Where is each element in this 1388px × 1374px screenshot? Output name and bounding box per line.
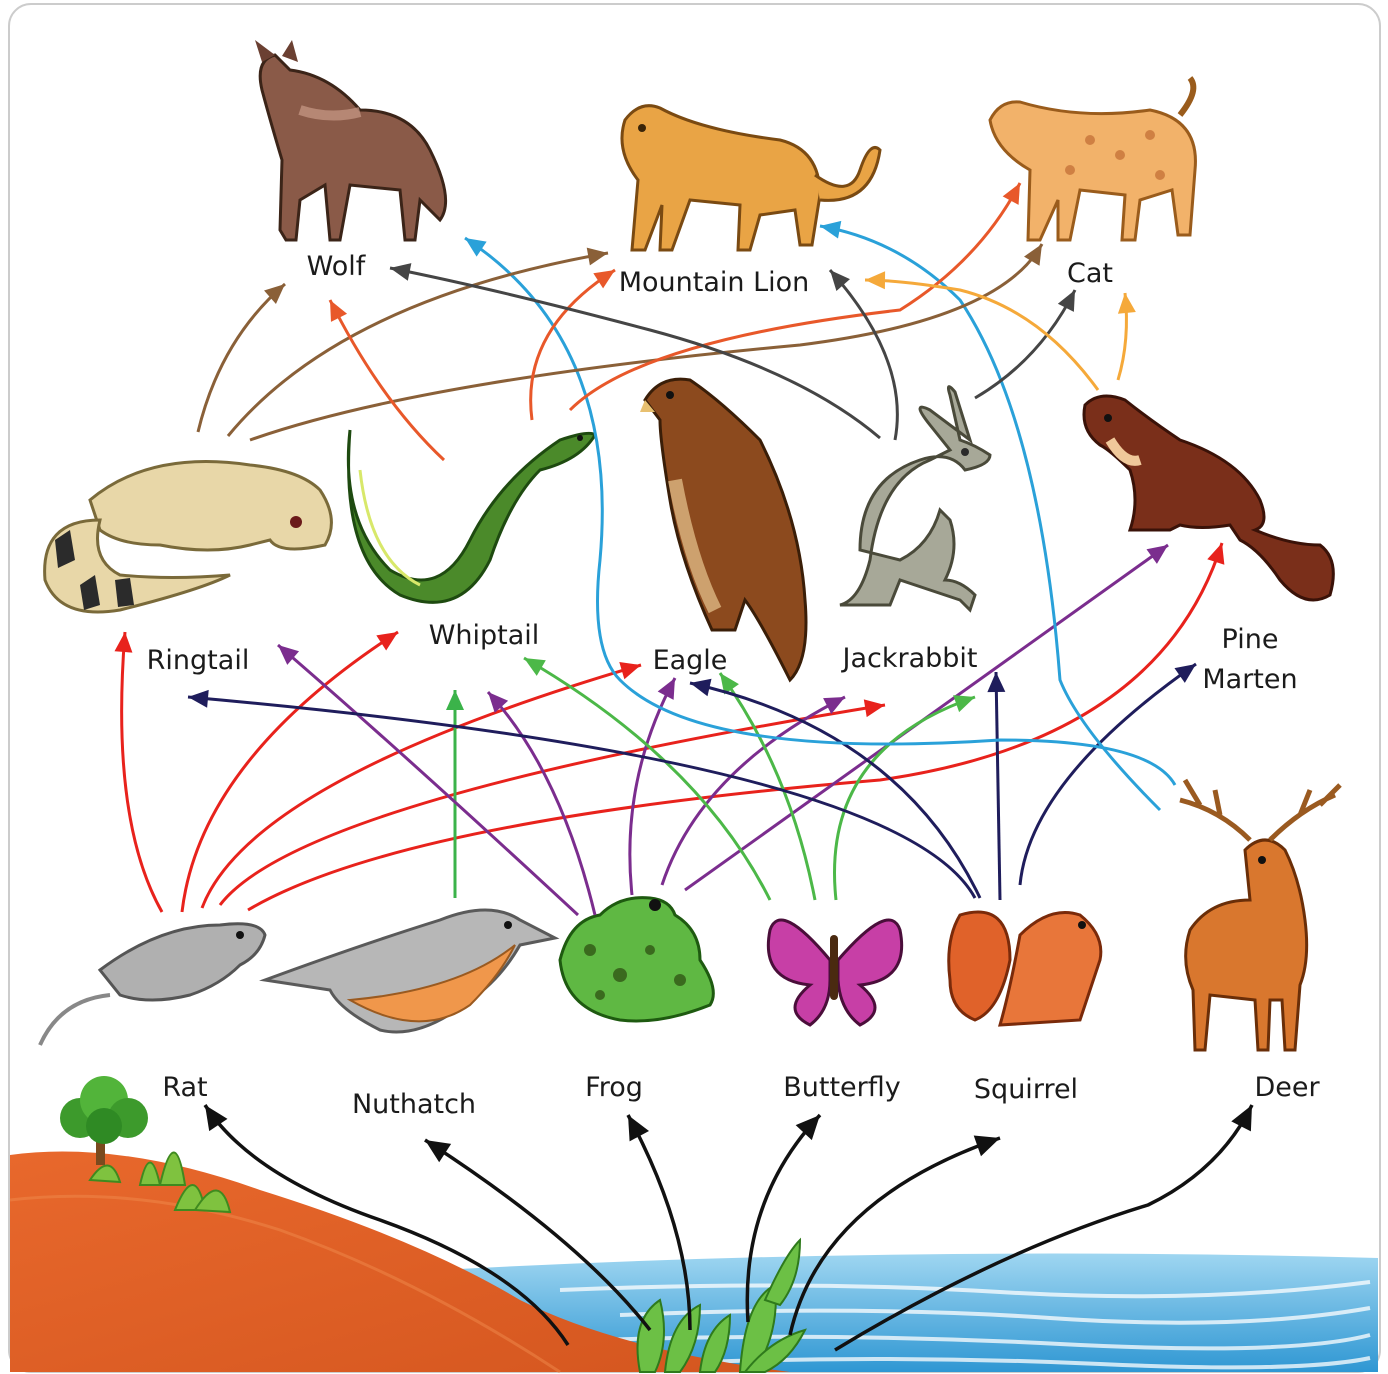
label-marten: Marten	[1202, 664, 1297, 695]
label-whiptail: Whiptail	[429, 620, 540, 651]
label-mountain-lion: Mountain Lion	[619, 267, 810, 298]
label-deer: Deer	[1254, 1072, 1320, 1103]
label-nuthatch: Nuthatch	[352, 1089, 476, 1120]
label-cat: Cat	[1067, 258, 1113, 289]
label-rat: Rat	[162, 1072, 207, 1103]
label-ringtail: Ringtail	[147, 645, 250, 676]
squirrel-illustration	[949, 912, 1101, 1025]
label-pine: Pine	[1222, 624, 1279, 655]
label-frog: Frog	[585, 1072, 643, 1103]
label-jackrabbit: Jackrabbit	[841, 643, 978, 674]
label-wolf: Wolf	[307, 251, 367, 282]
label-eagle: Eagle	[653, 645, 728, 676]
label-squirrel: Squirrel	[974, 1074, 1078, 1105]
label-butterfly: Butterfly	[783, 1072, 901, 1103]
